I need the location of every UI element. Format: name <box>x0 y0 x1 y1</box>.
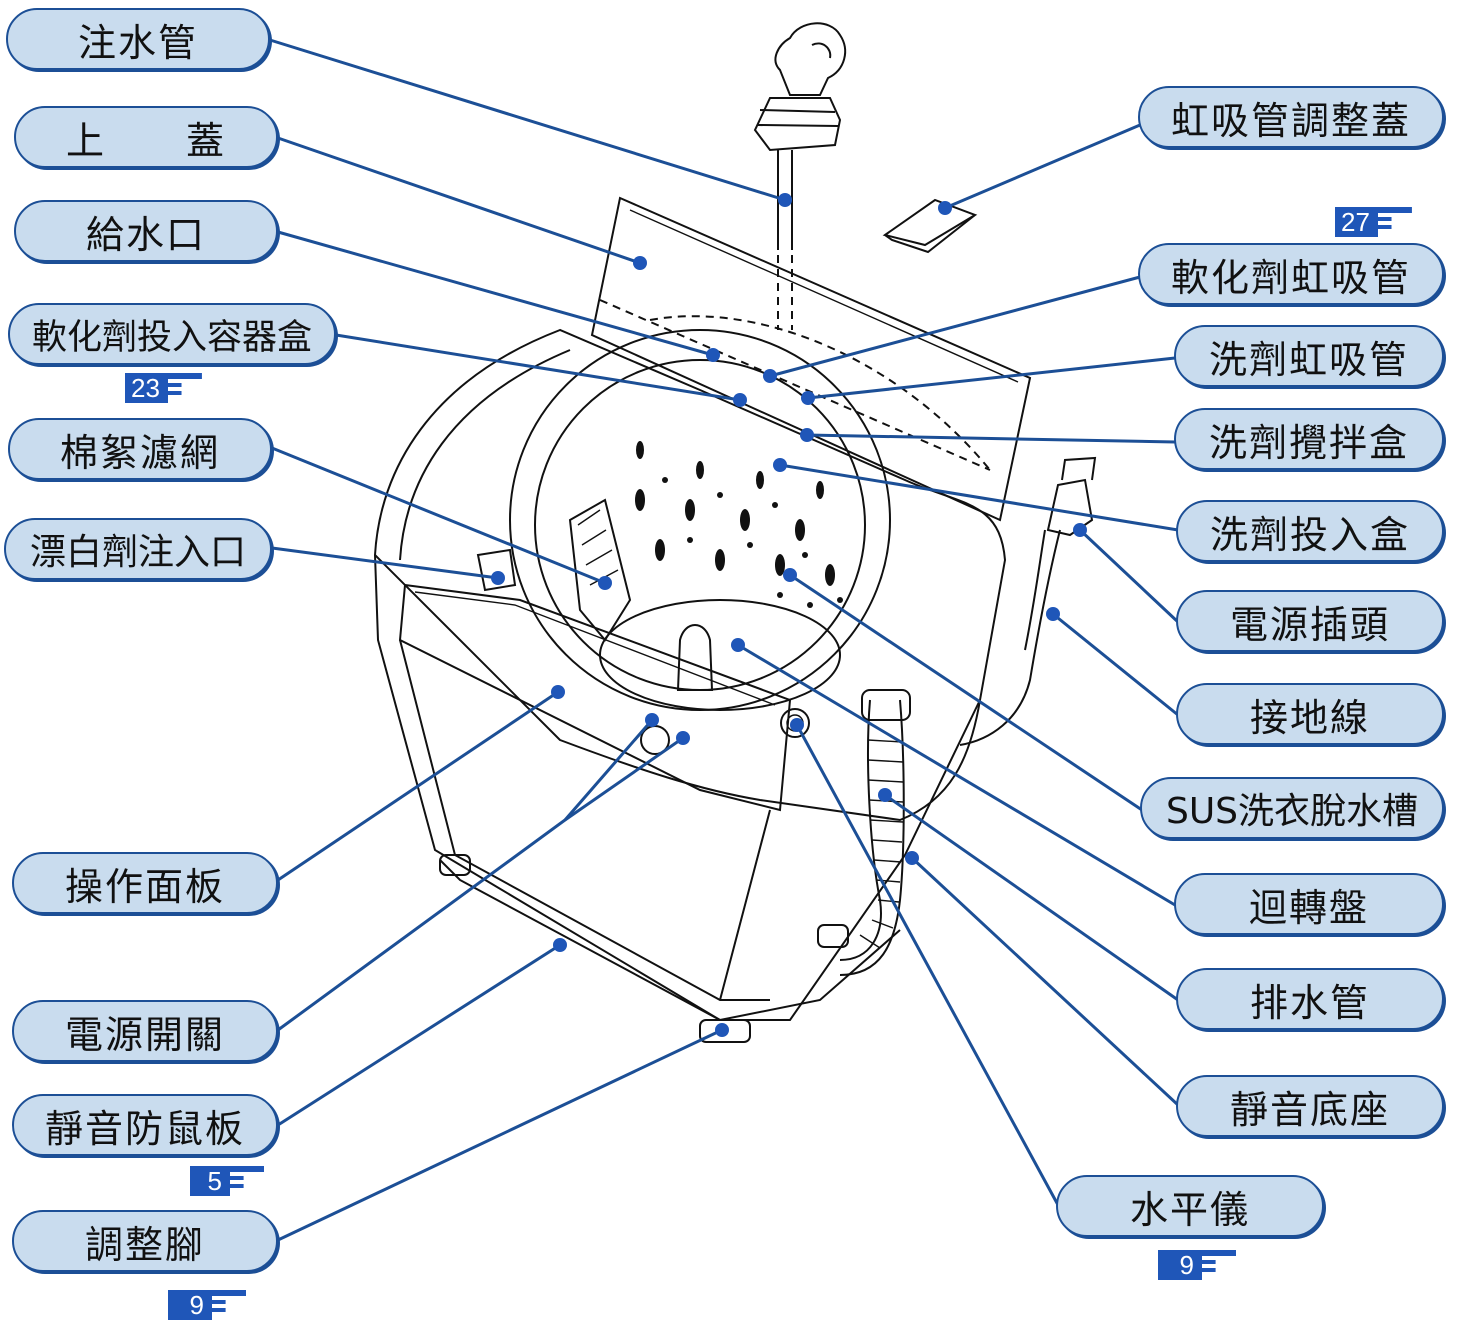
label-detergent-siphon: 洗劑虹吸管 <box>1174 325 1444 387</box>
page-ref-softener-box: 23 <box>125 373 202 403</box>
page-ref-number: 5 <box>190 1166 230 1196</box>
label-level: 水平儀 <box>1056 1175 1324 1237</box>
label-base: 靜音底座 <box>1176 1075 1444 1137</box>
label-top-lid: 上 蓋 <box>14 106 278 168</box>
page-ref-rodent-board: 5 <box>190 1166 264 1196</box>
page-ref-number: 9 <box>168 1290 212 1320</box>
label-power-switch: 電源開關 <box>12 1000 278 1062</box>
pointing-hand-icon <box>1377 207 1412 237</box>
pointing-hand-icon <box>230 1166 264 1196</box>
label-softener-box: 軟化劑投入容器盒 <box>8 303 336 365</box>
page-ref-number: 23 <box>125 373 168 403</box>
label-pulsator: 迴轉盤 <box>1174 873 1444 935</box>
label-detergent-mixer: 洗劑攪拌盒 <box>1174 408 1444 470</box>
label-water-inlet: 給水口 <box>14 200 278 262</box>
page-ref-siphon-cap: 27 <box>1335 207 1412 237</box>
page-ref-number: 9 <box>1158 1250 1202 1280</box>
page-ref-adjust-foot: 9 <box>168 1290 246 1320</box>
leader-lines <box>269 38 1180 1242</box>
page-ref-level: 9 <box>1158 1250 1236 1280</box>
label-softener-siphon: 軟化劑虹吸管 <box>1138 243 1444 305</box>
pointing-hand-icon <box>167 373 202 403</box>
label-sus-tub: SUS洗衣脫水槽 <box>1140 777 1444 839</box>
page-ref-number: 27 <box>1335 207 1378 237</box>
pointing-hand-icon <box>212 1290 246 1320</box>
leader-dots <box>491 193 1087 1037</box>
machine-drawing <box>373 22 1097 1043</box>
label-control-panel: 操作面板 <box>12 852 278 914</box>
pointing-hand-icon <box>1202 1250 1236 1280</box>
label-bleach-inlet: 漂白劑注入口 <box>4 518 272 580</box>
label-siphon-cap: 虹吸管調整蓋 <box>1138 86 1444 148</box>
label-power-plug: 電源插頭 <box>1176 590 1444 652</box>
label-ground-wire: 接地線 <box>1176 683 1444 745</box>
label-adjust-foot: 調整腳 <box>12 1210 278 1272</box>
label-detergent-box: 洗劑投入盒 <box>1176 500 1444 562</box>
label-rodent-board: 靜音防鼠板 <box>12 1094 278 1156</box>
label-inlet-hose: 注水管 <box>6 8 270 70</box>
label-drain-hose: 排水管 <box>1176 968 1444 1030</box>
label-lint-filter: 棉絮濾網 <box>8 418 272 480</box>
